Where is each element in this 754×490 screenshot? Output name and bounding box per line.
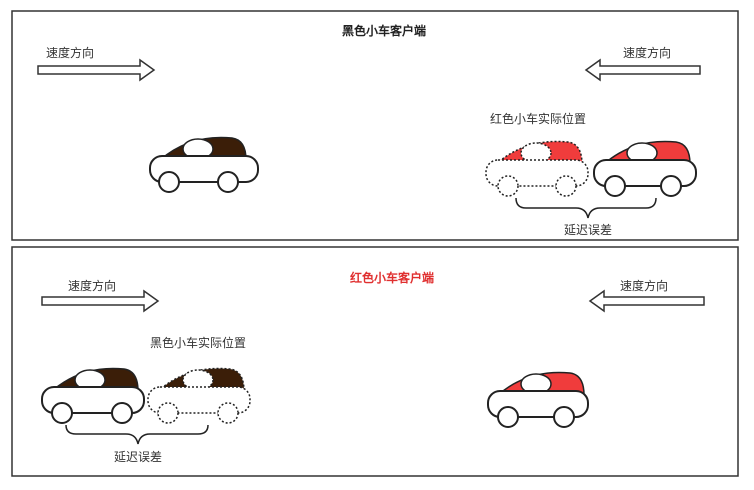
top-left-velocity-label: 速度方向 <box>46 45 94 60</box>
bottom-right-velocity-label: 速度方向 <box>620 278 668 293</box>
top-right-velocity-label: 速度方向 <box>623 45 671 60</box>
bottom-actual-position-label: 黑色小车实际位置 <box>150 335 246 350</box>
top-panel-frame <box>11 10 739 241</box>
bottom-left-arrow-right-icon <box>41 289 160 313</box>
bottom-left-velocity-label: 速度方向 <box>68 278 116 293</box>
top-right-arrow-left-icon <box>584 58 701 82</box>
top-actual-position-label: 红色小车实际位置 <box>490 111 586 126</box>
black-car-icon <box>149 136 259 193</box>
top-panel: 黑色小车客户端 速度方向 速度方向 红色小车实际位置 <box>11 10 739 241</box>
bottom-panel-frame <box>11 246 739 477</box>
bottom-panel: 红色小车客户端 速度方向 速度方向 黑色小车实际位置 <box>11 246 739 477</box>
black-car-icon <box>41 367 145 424</box>
red-car-icon <box>593 140 697 197</box>
top-delay-label: 延迟误差 <box>564 223 612 237</box>
black-car-ghost-icon <box>147 367 251 424</box>
bottom-delay-brace <box>65 424 209 445</box>
bottom-delay-label: 延迟误差 <box>114 450 162 464</box>
top-left-arrow-right-icon <box>37 58 156 82</box>
top-delay-brace <box>515 197 657 219</box>
bottom-right-arrow-left-icon <box>588 289 705 313</box>
top-panel-title: 黑色小车客户端 <box>342 23 426 38</box>
bottom-panel-title: 红色小车客户端 <box>350 270 434 285</box>
red-car-ghost-icon <box>485 140 589 197</box>
red-car-icon <box>487 371 589 428</box>
